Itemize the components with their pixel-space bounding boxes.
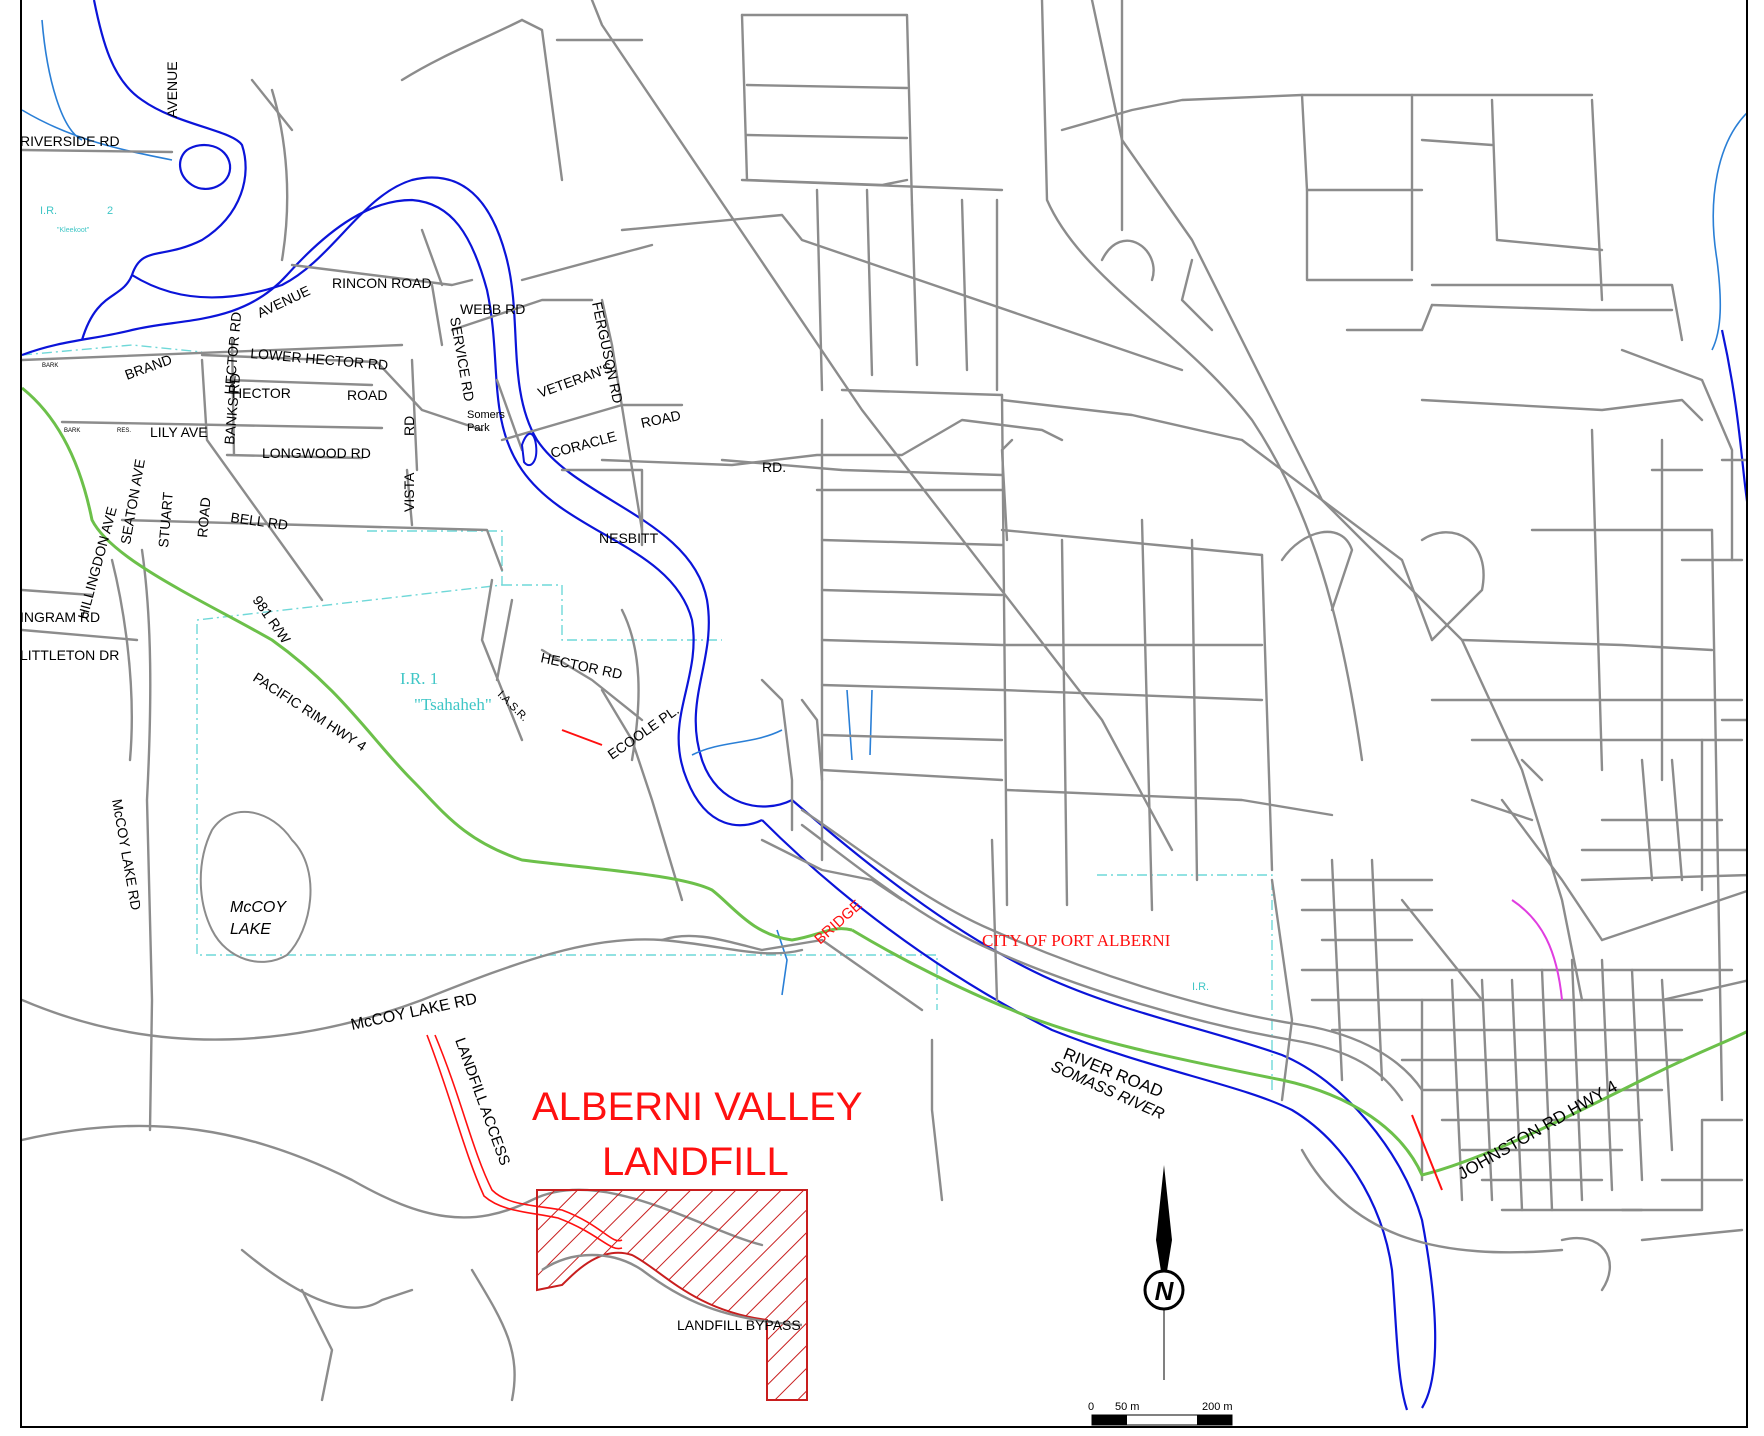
label-ir1: I.R. 1 bbox=[400, 669, 438, 688]
label-ir2: I.R. bbox=[40, 205, 57, 217]
label-somers-park-1: Somers bbox=[467, 409, 505, 421]
label-hector-rd-low: HECTOR RD bbox=[539, 649, 623, 682]
highway-4 bbox=[22, 386, 1746, 1177]
ir1-red-segment bbox=[561, 729, 603, 746]
label-service-rd: SERVICE RD bbox=[447, 316, 478, 403]
label-webb-rd: WEBB RD bbox=[460, 301, 525, 317]
label-avenue-2: AVENUE bbox=[255, 282, 313, 320]
label-ferguson-rd: FERGUSON RD bbox=[589, 300, 626, 405]
label-vista: VISTA bbox=[401, 472, 417, 512]
label-mccoy-lake-2: LAKE bbox=[230, 921, 271, 938]
label-nesbitt: NESBITT bbox=[599, 530, 659, 546]
river-east-edge bbox=[1720, 329, 1746, 503]
mccoy-lake-outline bbox=[199, 811, 312, 963]
label-rd-dot: RD. bbox=[762, 459, 786, 475]
landfill-bypass-road bbox=[541, 1253, 803, 1327]
landfill-site bbox=[426, 729, 1443, 1401]
label-lily-ave: LILY AVE bbox=[150, 424, 208, 440]
road-network bbox=[22, 0, 1746, 1402]
label-hector: HECTOR bbox=[232, 385, 291, 401]
label-avenue-top: AVENUE bbox=[164, 61, 180, 118]
label-bridge: BRIDGE bbox=[811, 897, 865, 948]
label-landfill-access: LANDFILL ACCESS bbox=[451, 1036, 513, 1168]
label-banks-rd: BANKS RD bbox=[221, 373, 243, 446]
somass-river-north-bank bbox=[80, 0, 793, 808]
label-rd-vista: RD bbox=[401, 416, 417, 436]
lake-creek-loop bbox=[179, 143, 232, 190]
label-bark-res: BARK bbox=[64, 428, 80, 434]
label-mccoy-lake-rd-vert: McCOY LAKE RD bbox=[109, 798, 144, 912]
landfill-access-road-inner bbox=[426, 1034, 623, 1250]
rivers bbox=[22, 0, 1746, 1411]
label-ir2-num: 2 bbox=[107, 205, 113, 217]
label-mccoy-lake-rd: McCOY LAKE RD bbox=[349, 991, 478, 1034]
somass-river-lower-south bbox=[761, 819, 1409, 1411]
label-longwood-rd: LONGWOOD RD bbox=[262, 445, 371, 461]
somass-river-lower-north bbox=[791, 799, 1437, 1409]
railway-spur bbox=[1511, 899, 1563, 1001]
scale-bar: 0 50 m 200 m bbox=[1088, 1401, 1233, 1426]
label-johnston-rd-hwy-4: JOHNSTON RD HWY 4 bbox=[1455, 1077, 1621, 1184]
label-riverside-rd: RIVERSIDE RD bbox=[22, 133, 120, 149]
map-canvas[interactable]: RIVERSIDE RD AVENUE RINCON ROAD WEBB RD … bbox=[22, 0, 1748, 1428]
ir1-boundary-east bbox=[502, 584, 722, 641]
landfill-title: ALBERNI VALLEY LANDFILL bbox=[532, 1085, 863, 1184]
label-hector-rd-vert: HECTOR RD bbox=[221, 311, 244, 395]
scale-label-200: 200 m bbox=[1202, 1401, 1233, 1413]
label-bell-rd: BELL RD bbox=[230, 509, 290, 533]
landfill-access-road bbox=[434, 1034, 623, 1242]
label-ir1-name: "Tsahaheh" bbox=[414, 695, 492, 714]
creek-mid bbox=[691, 689, 873, 761]
label-landfill-bypass: LANDFILL BYPASS bbox=[677, 1317, 801, 1333]
ir1-boundary bbox=[196, 530, 938, 1010]
label-road-hector: ROAD bbox=[347, 387, 387, 403]
label-ingram-rd: INGRAM RD bbox=[22, 609, 100, 625]
map-frame: RIVERSIDE RD AVENUE RINCON ROAD WEBB RD … bbox=[20, 0, 1748, 1428]
label-coracle: CORACLE bbox=[549, 428, 619, 461]
label-bark: BARK bbox=[42, 363, 58, 369]
johnston-rd-hwy-4-line bbox=[851, 928, 1746, 1177]
label-littleton-dr: LITTLETON DR bbox=[22, 647, 119, 663]
label-ir-small: I.R. bbox=[1192, 981, 1209, 993]
label-rincon-road: RINCON ROAD bbox=[332, 275, 432, 291]
landfill-hatched-area bbox=[536, 1189, 808, 1401]
title-line-2: LANDFILL bbox=[602, 1140, 789, 1184]
label-city-of-port-alberni: CITY OF PORT ALBERNI bbox=[982, 931, 1171, 950]
north-arrow: N bbox=[1143, 1165, 1185, 1380]
north-arrow-pointer bbox=[1156, 1165, 1172, 1290]
pacific-rim-hwy-4-line bbox=[22, 386, 853, 942]
label-mccoy-lake-1: McCOY bbox=[230, 899, 287, 916]
label-stuart: STUART bbox=[155, 491, 176, 548]
ir-small-boundary bbox=[1097, 874, 1273, 1090]
label-somers-park-2: Park bbox=[467, 422, 490, 434]
somers-park-pond bbox=[520, 432, 538, 467]
reserve-boundaries bbox=[22, 344, 1273, 1090]
red-road-segment bbox=[1411, 1114, 1443, 1191]
somass-river-south-bank bbox=[22, 198, 763, 827]
creek-east bbox=[1711, 112, 1746, 351]
title-line-1: ALBERNI VALLEY bbox=[532, 1085, 863, 1129]
north-arrow-letter: N bbox=[1155, 1276, 1175, 1306]
label-ir2-name: "Kleekoot" bbox=[57, 227, 90, 234]
label-veterans: VETERAN'S bbox=[536, 359, 615, 401]
creek-bridge bbox=[776, 929, 788, 996]
label-ecoole-pl: ECOOLE PL. bbox=[605, 702, 682, 763]
label-road-mid: ROAD bbox=[639, 407, 682, 431]
label-seaton-ave: SEATON AVE bbox=[117, 458, 148, 546]
label-res: RES. bbox=[117, 428, 131, 434]
tributary-cyan bbox=[22, 19, 173, 161]
label-road-bell: ROAD bbox=[194, 497, 213, 539]
scale-label-50: 50 m bbox=[1115, 1401, 1139, 1413]
scale-label-0: 0 bbox=[1088, 1401, 1094, 1413]
